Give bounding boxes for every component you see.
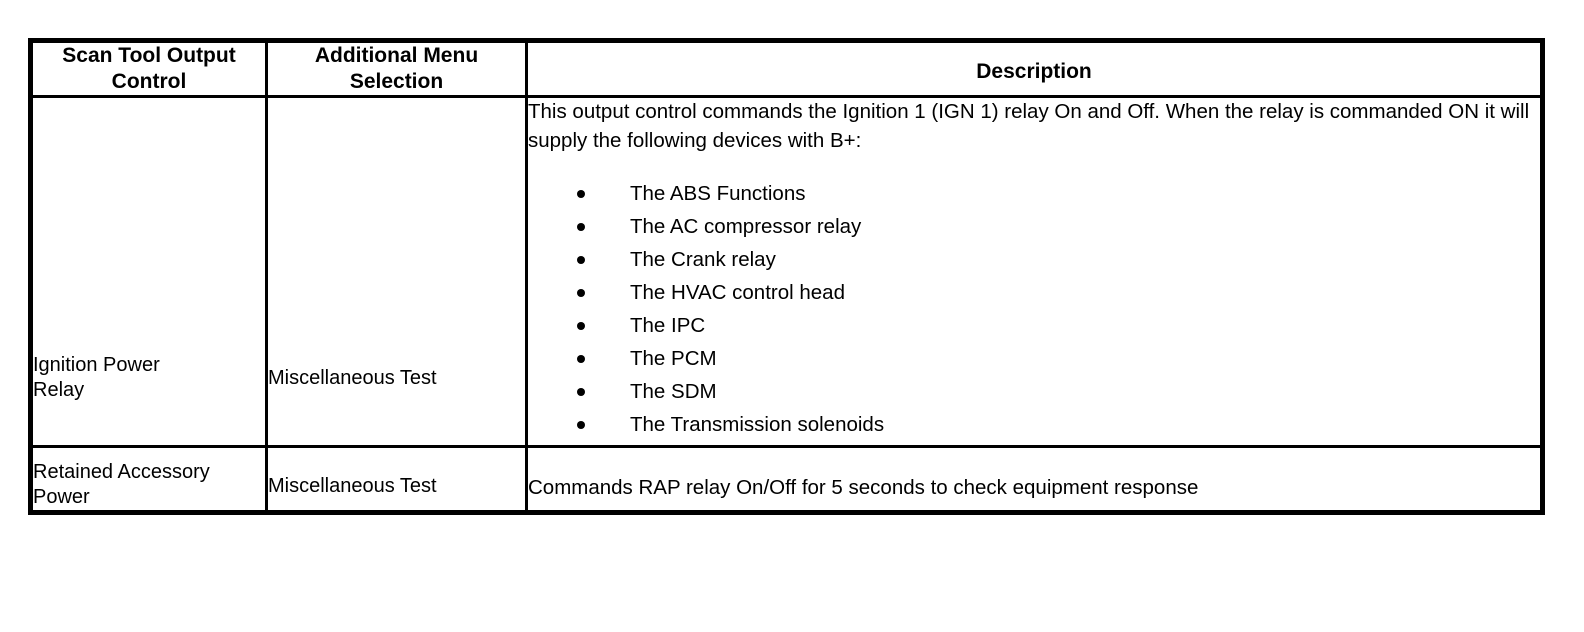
list-item: The AC compressor relay <box>528 214 1540 239</box>
cell-scan-tool-output-control: Ignition Power Relay <box>29 95 268 448</box>
table-row: Retained Accessory Power Miscellaneous T… <box>29 445 1544 514</box>
bullet-icon <box>577 223 585 231</box>
list-item-label: The Crank relay <box>630 248 776 271</box>
cell-additional-menu-selection: Miscellaneous Test <box>265 95 528 448</box>
cell-additional-menu-selection: Miscellaneous Test <box>265 445 528 514</box>
list-item-label: The HVAC control head <box>630 281 845 304</box>
cell-description: This output control commands the Ignitio… <box>525 95 1544 448</box>
description-intro-text: Commands RAP relay On/Off for 5 seconds … <box>528 476 1199 499</box>
table-header-row: Scan Tool Output Control Additional Menu… <box>29 39 1544 98</box>
header-scan-tool-output-control: Scan Tool Output Control <box>29 39 268 98</box>
list-item-label: The IPC <box>630 314 706 337</box>
table-body: Ignition Power Relay Miscellaneous Test … <box>29 95 1544 514</box>
list-item: The PCM <box>528 346 1540 371</box>
list-item-label: The ABS Functions <box>630 182 806 205</box>
cell-description: Commands RAP relay On/Off for 5 seconds … <box>525 445 1544 514</box>
list-item-label: The SDM <box>630 380 717 403</box>
bullet-icon <box>577 289 585 297</box>
list-item: The Crank relay <box>528 247 1540 272</box>
description-bullet-list: The ABS Functions The AC compressor rela… <box>528 181 1540 437</box>
scan-tool-output-control-table: Scan Tool Output Control Additional Menu… <box>28 38 1545 515</box>
list-item-label: The PCM <box>630 347 717 370</box>
bullet-icon <box>577 355 585 363</box>
bullet-icon <box>577 421 585 429</box>
header-description: Description <box>525 39 1544 98</box>
bullet-icon <box>577 190 585 198</box>
table-header: Scan Tool Output Control Additional Menu… <box>29 39 1544 98</box>
list-item: The IPC <box>528 313 1540 338</box>
bullet-icon <box>577 322 585 330</box>
bullet-icon <box>577 256 585 264</box>
description-intro-text: This output control commands the Ignitio… <box>528 100 1530 152</box>
header-additional-menu-selection: Additional Menu Selection <box>265 39 528 98</box>
table-row: Ignition Power Relay Miscellaneous Test … <box>29 95 1544 448</box>
bullet-icon <box>577 388 585 396</box>
list-item: The ABS Functions <box>528 181 1540 206</box>
list-item-label: The AC compressor relay <box>630 215 862 238</box>
cell-scan-tool-output-control: Retained Accessory Power <box>29 445 268 514</box>
list-item: The Transmission solenoids <box>528 412 1540 437</box>
list-item-label: The Transmission solenoids <box>630 413 885 436</box>
list-item: The SDM <box>528 379 1540 404</box>
list-item: The HVAC control head <box>528 280 1540 305</box>
